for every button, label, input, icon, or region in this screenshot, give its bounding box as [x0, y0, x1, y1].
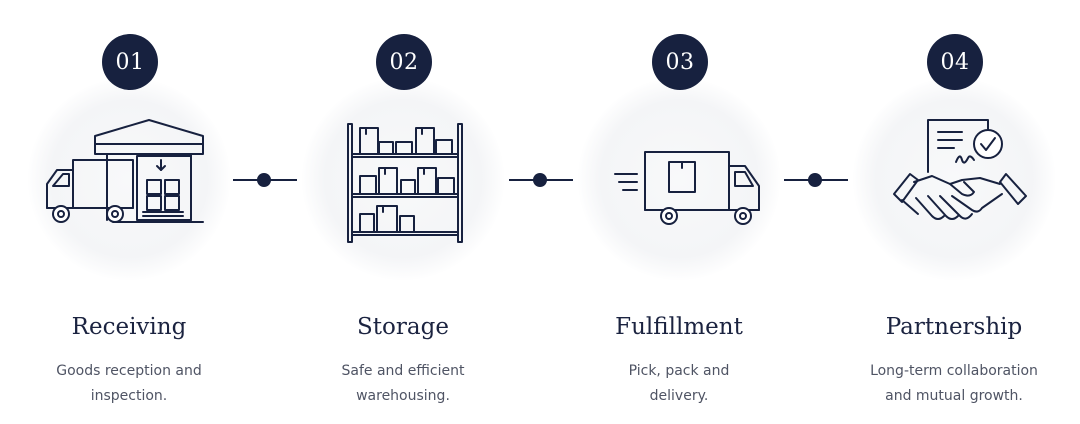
step-description: Long-term collaboration and mutual growt…: [839, 359, 1069, 409]
warehouse-truck-icon: [29, 104, 229, 254]
step-connector: [509, 170, 573, 190]
connector-dot: [808, 173, 822, 187]
step-description-line: and mutual growth.: [885, 388, 1023, 404]
step-title: Storage: [357, 314, 449, 340]
icon-halo: [28, 78, 230, 280]
handshake-contract-icon: [854, 104, 1054, 254]
step-description: Safe and efficient warehousing.: [288, 359, 518, 409]
step-description-line: warehousing.: [356, 388, 450, 404]
step-title: Receiving: [71, 314, 187, 340]
step-storage: 02 Storage: [288, 0, 518, 424]
step-fulfillment: 03 Fulfillment Pick, pack and delivery.: [564, 0, 794, 424]
step-title: Partnership: [885, 314, 1023, 340]
step-number-badge: 01: [102, 34, 158, 90]
step-description-line: Safe and efficient: [341, 363, 465, 379]
step-description-line: delivery.: [649, 388, 709, 404]
step-number-badge: 04: [927, 34, 983, 90]
step-number-badge: 02: [376, 34, 432, 90]
connector-dot: [257, 173, 271, 187]
step-title: Fulfillment: [615, 314, 743, 340]
icon-halo: [578, 78, 780, 280]
shelving-boxes-icon: [303, 104, 503, 254]
step-description: Pick, pack and delivery.: [564, 359, 794, 409]
step-description-line: inspection.: [90, 388, 168, 404]
step-connector: [233, 170, 297, 190]
icon-halo: [853, 78, 1055, 280]
step-receiving: 01 Receiving: [14, 0, 244, 424]
step-description-line: Long-term collaboration: [870, 363, 1038, 379]
step-number-badge: 03: [652, 34, 708, 90]
step-description-line: Goods reception and: [56, 363, 202, 379]
step-description-line: Pick, pack and: [628, 363, 730, 379]
delivery-truck-icon: [579, 104, 779, 254]
step-description: Goods reception and inspection.: [14, 359, 244, 409]
connector-dot: [533, 173, 547, 187]
step-connector: [784, 170, 848, 190]
step-partnership: 04 Partnership Long-term collaboration a…: [839, 0, 1069, 424]
